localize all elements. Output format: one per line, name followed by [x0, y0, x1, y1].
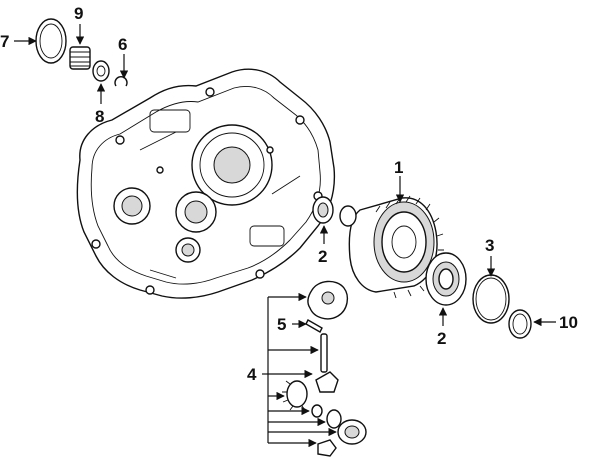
part-4-pinion-gear — [282, 380, 308, 411]
part-2-bearing-left — [312, 196, 334, 224]
part-4-side-gear — [315, 371, 339, 393]
transaxle-case — [76, 68, 336, 299]
callout-4: 4 — [247, 365, 257, 384]
part-4-cap — [337, 419, 367, 445]
callout-5: 5 — [277, 315, 286, 334]
part-5-pin — [305, 319, 323, 333]
part-2-bearing-right — [425, 252, 467, 306]
callout-1: 1 — [394, 158, 403, 177]
leader-lines — [14, 24, 556, 448]
part-8-washer — [92, 60, 110, 82]
callout-2-right: 2 — [437, 329, 446, 348]
callout-10: 10 — [559, 313, 578, 332]
part-4-thrust-washer — [326, 409, 342, 429]
callout-3: 3 — [485, 236, 494, 255]
part-10-seal — [508, 309, 532, 339]
part-4-nut — [317, 439, 337, 457]
part-9-spring-bushing — [69, 46, 91, 70]
callout-6: 6 — [118, 35, 127, 54]
callout-2-left: 2 — [318, 247, 327, 266]
part-7-seal-ring — [35, 18, 67, 64]
callout-9: 9 — [74, 4, 83, 23]
part-6-clip — [114, 76, 128, 87]
part-4-thrust-washer-small — [311, 404, 323, 418]
part-4-diff-case-cross — [307, 280, 349, 320]
part-3-shim-ring — [472, 274, 510, 324]
part-1-differential-assembly — [339, 195, 444, 299]
callout-8: 8 — [95, 107, 104, 126]
callout-7: 7 — [0, 32, 9, 51]
part-4-shaft — [320, 333, 328, 373]
callout-labels: 1 2 2 3 4 5 6 7 8 9 10 — [0, 4, 578, 384]
